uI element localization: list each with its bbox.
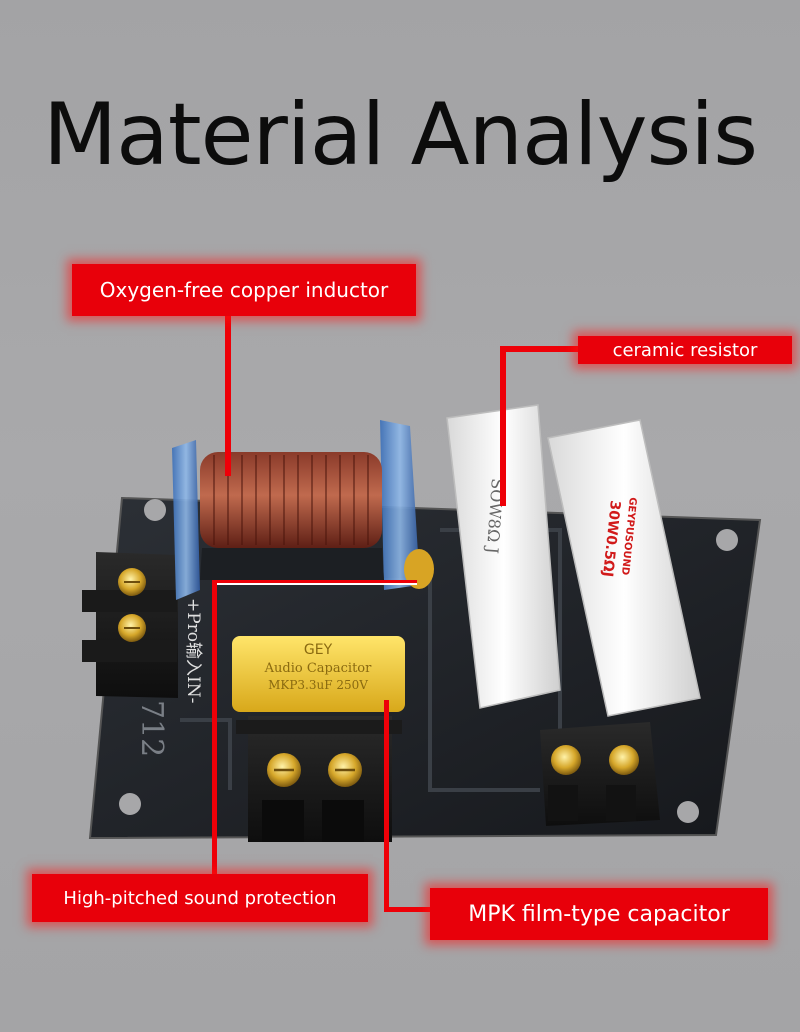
- capacitor-line-2: MKP3.3uF 250V: [268, 678, 368, 692]
- callout-resistor: ceramic resistor: [578, 336, 792, 364]
- leader-line-inductor: [225, 316, 231, 476]
- leader-line-protection-h: [212, 580, 417, 583]
- callout-capacitor: MPK film-type capacitor: [430, 888, 768, 940]
- copper-inductor: [172, 420, 420, 600]
- capacitor-line-1: Audio Capacitor: [264, 661, 372, 676]
- right-terminal-block: [540, 722, 660, 826]
- leader-line-protection-v: [212, 580, 217, 876]
- disc-capacitor: [404, 549, 434, 589]
- leader-line-capacitor-h: [384, 907, 434, 912]
- resistor-2-text: 30W0.5ΩJ: [599, 500, 623, 578]
- leader-line-resistor-v: [500, 346, 506, 506]
- callout-resistor-text: ceramic resistor: [612, 339, 758, 361]
- film-capacitor: GEY Audio Capacitor MKP3.3uF 250V: [232, 636, 405, 712]
- ceramic-resistor-2: GEYPUSOUND 30W0.5ΩJ: [547, 419, 701, 717]
- left-terminal-block: [82, 552, 178, 698]
- callout-capacitor-text: MPK film-type capacitor: [468, 901, 730, 927]
- board-number: 712: [134, 700, 169, 757]
- capacitor-brand: GEY: [304, 642, 333, 658]
- callout-inductor-text: Oxygen-free copper inductor: [99, 278, 389, 302]
- bottom-terminal-block: [236, 716, 402, 842]
- ceramic-resistor-1: SOW8Ω J: [446, 404, 561, 709]
- callout-protection-text: High-pitched sound protection: [63, 887, 337, 909]
- leader-line-resistor-h: [500, 346, 580, 352]
- board-input-label: +Pro输入IN-: [183, 598, 203, 703]
- leader-line-capacitor-v: [384, 700, 389, 912]
- callout-inductor: Oxygen-free copper inductor: [72, 264, 416, 316]
- page-title: Material Analysis: [42, 85, 758, 185]
- callout-protection: High-pitched sound protection: [32, 874, 368, 922]
